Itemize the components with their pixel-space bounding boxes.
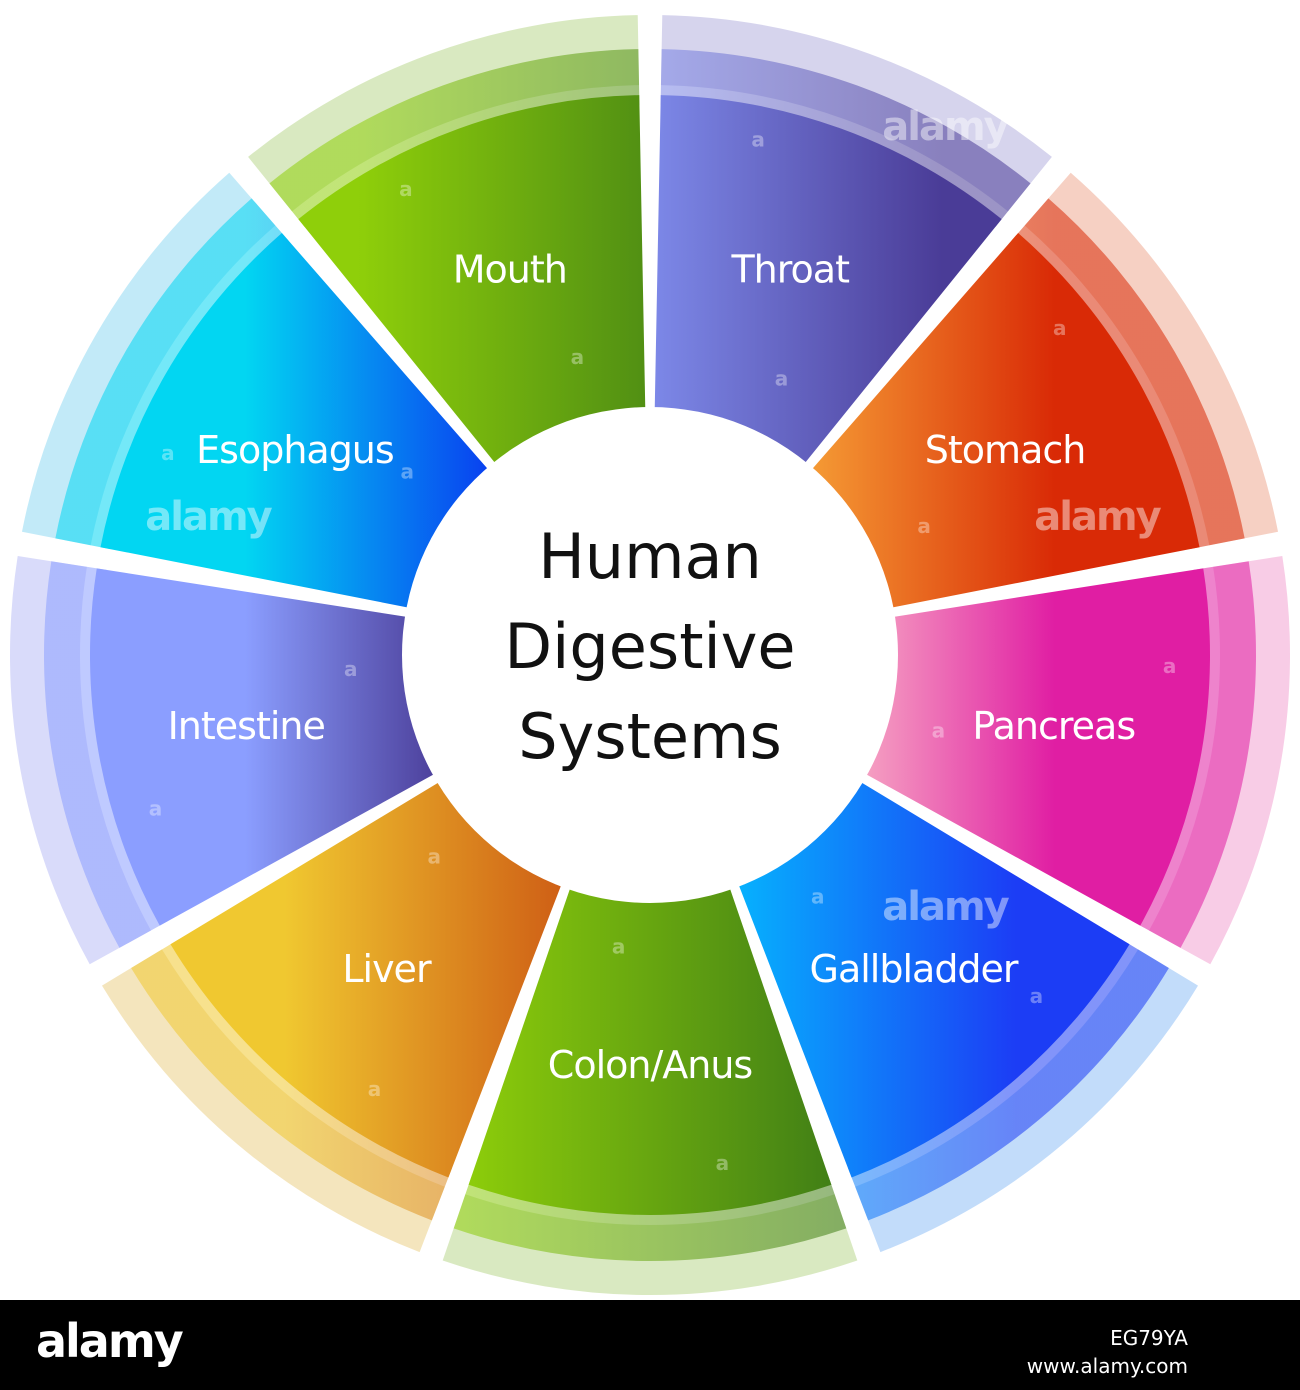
- segment-fill: [654, 95, 1002, 477]
- watermark-large: alamy: [882, 884, 1009, 930]
- segment-fill: [170, 773, 568, 1178]
- segment-label-mouth: Mouth: [453, 248, 567, 292]
- segment-fill: [851, 568, 1210, 926]
- segment-colon-anus: Colon/Anus: [442, 872, 858, 1295]
- segment-stomach: Stomach: [801, 172, 1279, 611]
- watermark-footer: alamy EG79YA www.alamy.com: [0, 1300, 1300, 1390]
- watermark-large: alamy: [882, 104, 1009, 150]
- center-title-line-2: Digestive: [504, 610, 795, 683]
- footer-url: www.alamy.com: [1026, 1354, 1188, 1378]
- watermark-small: a: [751, 127, 765, 151]
- watermark-small: a: [344, 657, 358, 681]
- watermark-layer: a a a a a a a a a a a a a a a a a a alamy alamy alamy alamy: [145, 104, 1176, 1175]
- watermark-small: a: [716, 1151, 730, 1175]
- segment-intestine: Intestine: [10, 555, 449, 965]
- segment-mouth: Mouth: [248, 15, 646, 477]
- segment-liver: Liver: [101, 773, 568, 1253]
- watermark-small: a: [149, 797, 163, 821]
- watermark-large: alamy: [145, 494, 272, 540]
- segment-label-liver: Liver: [342, 947, 432, 991]
- segment-label-gallbladder: Gallbladder: [810, 947, 1019, 991]
- center-title-line-3: Systems: [518, 700, 782, 773]
- segment-fill: [468, 872, 832, 1215]
- segment-label-throat: Throat: [730, 248, 849, 292]
- segment-esophagus: Esophagus: [21, 172, 499, 611]
- watermark-small: a: [1163, 654, 1177, 678]
- segment-pancreas: Pancreas: [851, 555, 1290, 965]
- watermark-small: a: [368, 1077, 382, 1101]
- center-circle: [402, 407, 898, 903]
- footer-image-id: EG79YA: [1110, 1326, 1188, 1350]
- segment-fill: [732, 773, 1130, 1178]
- footer-brand-logo: alamy: [36, 1314, 184, 1368]
- segment-fill: [298, 95, 646, 477]
- watermark-small: a: [161, 441, 175, 465]
- watermark-small: a: [401, 460, 415, 484]
- segment-label-pancreas: Pancreas: [972, 704, 1135, 748]
- watermark-small: a: [811, 885, 825, 909]
- segment-label-colon-anus: Colon/Anus: [548, 1043, 752, 1087]
- center-title-line-1: Human: [538, 520, 762, 593]
- watermark-small: a: [1053, 316, 1067, 340]
- segment-label-stomach: Stomach: [925, 428, 1086, 472]
- segment-throat: Throat: [654, 15, 1052, 477]
- center-title: Human Digestive Systems: [504, 520, 795, 773]
- watermark-large: alamy: [1034, 494, 1161, 540]
- watermark-small: a: [399, 177, 413, 201]
- digestive-system-wheel: Mouth ThroatStomachPancreasGallbladderCol…: [10, 15, 1290, 1295]
- watermark-small: a: [917, 514, 931, 538]
- segment-label-esophagus: Esophagus: [196, 428, 394, 472]
- watermark-small: a: [932, 719, 946, 743]
- segment-gallbladder: Gallbladder: [732, 773, 1199, 1253]
- segment-fill: [90, 568, 449, 926]
- segment-label-intestine: Intestine: [168, 704, 325, 748]
- watermark-small: a: [571, 345, 585, 369]
- watermark-small: a: [612, 934, 626, 958]
- segment-fill: [801, 233, 1200, 611]
- watermark-small: a: [427, 844, 441, 868]
- watermark-small: a: [775, 366, 789, 390]
- wheel-segments: Mouth ThroatStomachPancreasGallbladderCol…: [10, 15, 1290, 1295]
- watermark-small: a: [1030, 984, 1044, 1008]
- segment-fill: [100, 233, 499, 611]
